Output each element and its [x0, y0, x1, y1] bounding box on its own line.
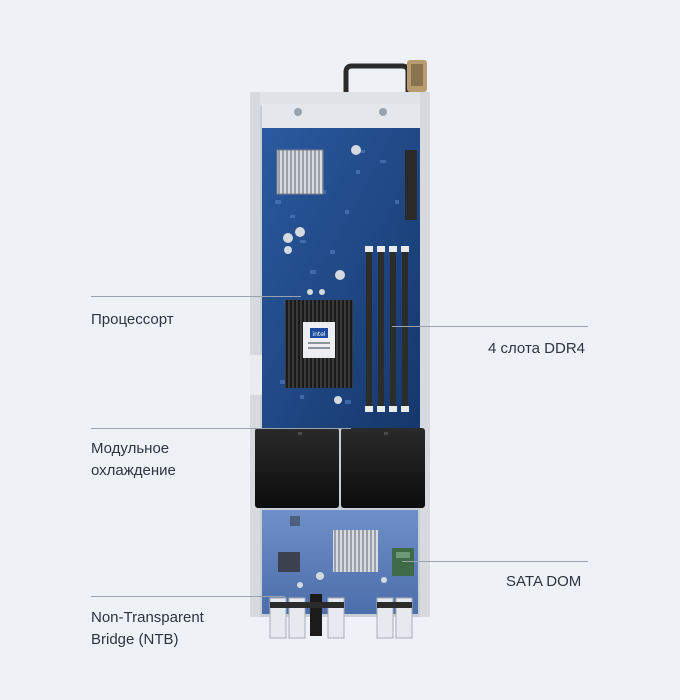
- ddr4-label: 4 слота DDR4: [488, 340, 585, 357]
- cpu-label: Процессорт: [91, 311, 174, 328]
- fan-modules: [255, 428, 425, 508]
- svg-text:intel: intel: [312, 331, 326, 338]
- ntb-label: Non-Transparent Bridge (NTB): [91, 607, 204, 651]
- ntb-leader-line: [91, 596, 285, 597]
- handle: [343, 60, 427, 95]
- sata-dom-leader-line: [402, 561, 588, 562]
- sata-dom-label: SATA DOM: [506, 573, 582, 590]
- ddr4-leader-line: [392, 326, 588, 327]
- ddr4-slots: [365, 246, 409, 412]
- cooling-label: Модульное охлаждение: [91, 438, 176, 482]
- ntb-label-line2: Bridge (NTB): [91, 631, 179, 648]
- cooling-label-line1: Модульное: [91, 440, 170, 457]
- cooling-leader-line: [91, 428, 351, 429]
- chipset-heatsink: [277, 150, 323, 194]
- ntb-ports: [269, 594, 413, 639]
- ntb-label-line1: Non-Transparent: [91, 609, 204, 626]
- cpu-leader-line: [91, 296, 301, 297]
- cooling-label-line2: охлаждение: [91, 462, 176, 479]
